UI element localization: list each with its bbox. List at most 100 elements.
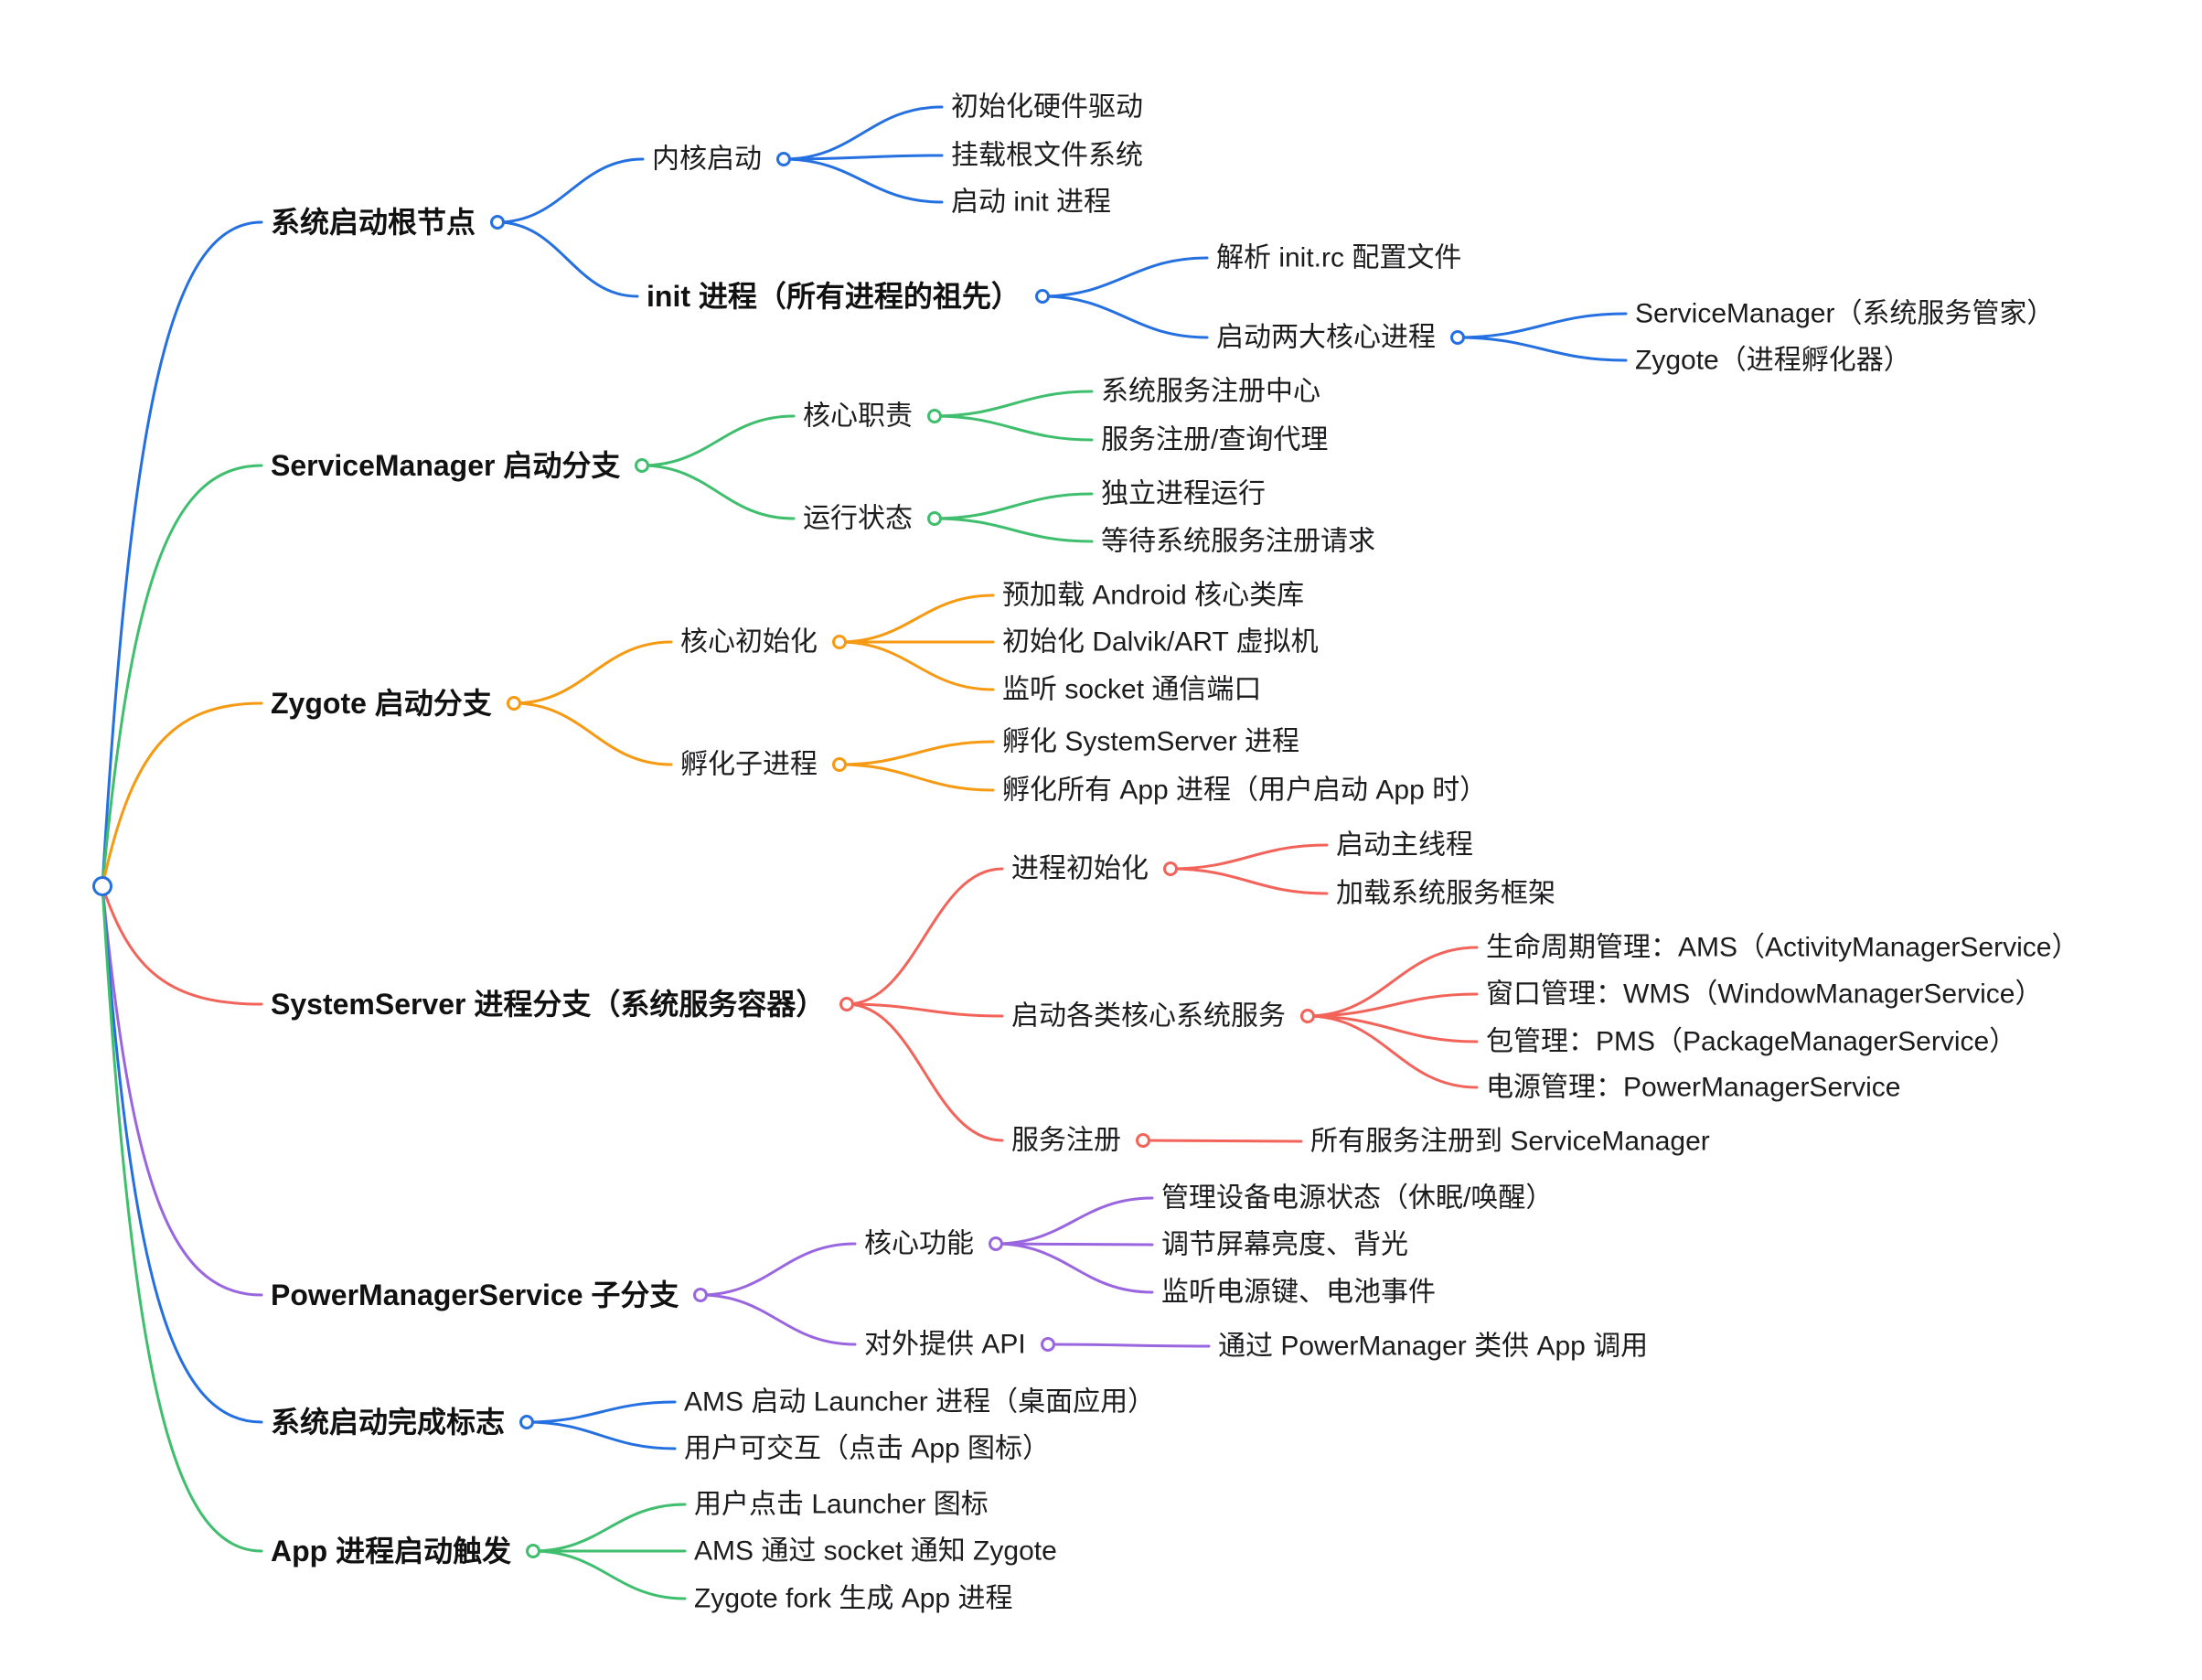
subtopic[interactable]: 监听电源键、电池事件 — [1161, 1277, 1436, 1308]
collapse-handle[interactable] — [776, 152, 791, 166]
subtopic[interactable]: Zygote（进程孵化器） — [1635, 345, 1911, 376]
branch-connector — [845, 1002, 1004, 1018]
subtopic[interactable]: ServiceManager（系统服务管家） — [1635, 298, 2055, 329]
collapse-handle[interactable] — [490, 215, 505, 230]
subtopic[interactable]: 监听 socket 通信端口 — [1002, 674, 1262, 705]
branch-connector — [512, 701, 673, 766]
subtopic[interactable]: 进程初始化 — [1011, 853, 1149, 884]
collapse-handle[interactable] — [526, 1544, 540, 1558]
collapse-handle[interactable] — [1041, 1337, 1055, 1352]
subtopic[interactable]: 系统服务注册中心 — [1101, 376, 1320, 407]
subtopic[interactable]: 用户可交互（点击 App 图标） — [684, 1433, 1051, 1464]
main-topic[interactable]: App 进程启动触发 — [271, 1535, 512, 1568]
branch-connector — [1306, 946, 1479, 1018]
main-topic[interactable]: ServiceManager 启动分支 — [271, 449, 621, 482]
collapse-handle[interactable] — [832, 635, 847, 649]
collapse-handle[interactable] — [635, 458, 649, 473]
subtopic[interactable]: 通过 PowerManager 类供 App 调用 — [1218, 1331, 1649, 1362]
collapse-handle[interactable] — [832, 757, 847, 772]
branch-connector — [1046, 1343, 1211, 1348]
subtopic[interactable]: 服务注册/查询代理 — [1101, 424, 1329, 455]
branch-connector — [838, 740, 995, 766]
branch-connector — [101, 220, 263, 888]
collapse-handle[interactable] — [1450, 330, 1465, 345]
branch-connector — [1141, 1139, 1303, 1143]
subtopic[interactable]: 电源管理：PowerManagerService — [1486, 1072, 1901, 1103]
subtopic[interactable]: 用户点击 Launcher 图标 — [694, 1489, 989, 1520]
main-topic[interactable]: Zygote 启动分支 — [271, 687, 492, 720]
subtopic[interactable]: 内核启动 — [652, 144, 762, 175]
subtopic[interactable]: 核心功能 — [864, 1228, 974, 1259]
subtopic[interactable]: 孵化子进程 — [680, 749, 818, 780]
subtopic[interactable]: 对外提供 API — [864, 1329, 1026, 1360]
branch-connector — [531, 1503, 687, 1553]
subtopic[interactable]: 所有服务注册到 ServiceManager — [1310, 1126, 1710, 1157]
subtopic[interactable]: 预加载 Android 核心类库 — [1002, 580, 1305, 611]
branch-connector — [994, 1196, 1154, 1246]
collapse-handle[interactable] — [519, 1415, 534, 1429]
subtopic[interactable]: 初始化硬件驱动 — [951, 91, 1143, 123]
branch-connector — [1041, 256, 1209, 298]
branch-connector — [640, 464, 796, 520]
subtopic[interactable]: init 进程（所有进程的祖先） — [647, 280, 1021, 313]
subtopic[interactable]: 启动各类核心系统服务 — [1011, 1001, 1286, 1032]
collapse-handle[interactable] — [1136, 1133, 1150, 1148]
subtopic[interactable]: 启动 init 进程 — [951, 187, 1112, 218]
subtopic[interactable]: 服务注册 — [1011, 1125, 1121, 1156]
subtopic[interactable]: 加载系统服务框架 — [1336, 878, 1555, 909]
branch-connector — [699, 1242, 857, 1297]
subtopic[interactable]: 包管理：PMS（PackageManagerService） — [1486, 1026, 2017, 1057]
branch-connector — [496, 220, 639, 298]
collapse-handle[interactable] — [989, 1236, 1003, 1251]
main-topic[interactable]: PowerManagerService 子分支 — [271, 1279, 679, 1311]
subtopic[interactable]: AMS 启动 Launcher 进程（桌面应用） — [684, 1386, 1156, 1418]
branch-connector — [496, 157, 645, 224]
subtopic[interactable]: 启动两大核心进程 — [1216, 322, 1436, 353]
main-topic[interactable]: 系统启动根节点 — [271, 206, 476, 239]
collapse-handle[interactable] — [1300, 1009, 1315, 1023]
branch-connector — [994, 1242, 1154, 1247]
branch-connector — [994, 1242, 1154, 1294]
branch-connector — [101, 701, 263, 888]
collapse-handle[interactable] — [693, 1288, 708, 1302]
branch-connector — [838, 763, 995, 792]
subtopic[interactable]: 孵化 SystemServer 进程 — [1002, 726, 1300, 757]
subtopic[interactable]: AMS 通过 socket 通知 Zygote — [694, 1536, 1057, 1567]
subtopic[interactable]: 孵化所有 App 进程（用户启动 App 时） — [1002, 775, 1488, 806]
branch-connector — [1306, 992, 1479, 1018]
branch-connector — [782, 154, 944, 161]
subtopic[interactable]: 窗口管理：WMS（WindowManagerService） — [1486, 979, 2043, 1010]
collapse-handle[interactable] — [1035, 289, 1050, 304]
branch-connector — [933, 492, 1094, 520]
subtopic[interactable]: 生命周期管理：AMS（ActivityManagerService） — [1486, 932, 2079, 963]
subtopic[interactable]: 挂载根文件系统 — [951, 140, 1143, 171]
branch-connector — [101, 884, 263, 1553]
branch-connector — [101, 464, 263, 888]
collapse-handle[interactable] — [927, 409, 942, 423]
subtopic[interactable]: 管理设备电源状态（休眠/唤醒） — [1161, 1182, 1554, 1214]
branch-connector — [1306, 1014, 1479, 1043]
subtopic[interactable]: 调节屏幕亮度、背光 — [1161, 1229, 1408, 1260]
branch-connector — [1169, 843, 1329, 871]
subtopic[interactable]: 核心职责 — [803, 401, 913, 432]
subtopic[interactable]: 初始化 Dalvik/ART 虚拟机 — [1002, 626, 1319, 658]
subtopic[interactable]: 运行状态 — [803, 503, 913, 534]
subtopic[interactable]: 核心初始化 — [680, 626, 818, 658]
branch-connector — [933, 517, 1094, 543]
collapse-handle[interactable] — [839, 997, 854, 1011]
branch-connector — [1306, 1014, 1479, 1089]
subtopic[interactable]: 等待系统服务注册请求 — [1101, 526, 1375, 557]
subtopic[interactable]: Zygote fork 生成 App 进程 — [694, 1583, 1013, 1614]
collapse-handle[interactable] — [1163, 861, 1178, 876]
collapse-handle[interactable] — [927, 511, 942, 526]
subtopic[interactable]: 解析 init.rc 配置文件 — [1216, 242, 1462, 273]
subtopic[interactable]: 启动主线程 — [1336, 829, 1473, 861]
branch-connector — [782, 105, 944, 161]
main-topic[interactable]: 系统启动完成标志 — [271, 1406, 506, 1439]
root-node[interactable] — [92, 876, 112, 896]
branch-connector — [525, 1420, 677, 1450]
main-topic[interactable]: SystemServer 进程分支（系统服务容器） — [271, 988, 826, 1021]
subtopic[interactable]: 独立进程运行 — [1101, 478, 1266, 509]
collapse-handle[interactable] — [507, 696, 521, 711]
